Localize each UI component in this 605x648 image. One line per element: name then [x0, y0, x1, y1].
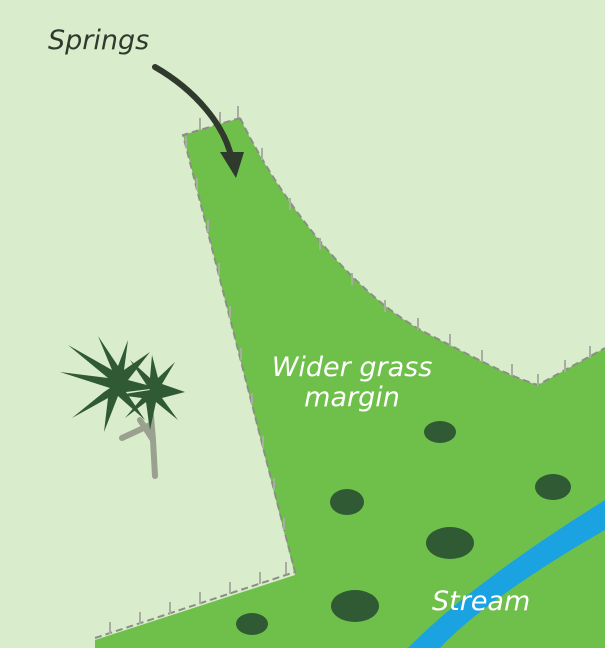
- grass-margin-label-line1: Wider grass: [271, 352, 433, 383]
- grass-margin-label-line2: margin: [304, 381, 400, 413]
- arrow-icon: [152, 64, 244, 178]
- grass-margin-label: Wider grass margin: [262, 353, 442, 412]
- tussock-icon: [236, 421, 571, 635]
- fence-posts: [109, 106, 591, 634]
- stream-label: Stream: [432, 586, 531, 617]
- springs-label: Springs: [48, 25, 150, 56]
- cabbage-tree-icon: [60, 336, 185, 479]
- fence-icon: [94, 117, 605, 639]
- stream: [408, 500, 605, 648]
- grass-margin-area: [95, 118, 605, 648]
